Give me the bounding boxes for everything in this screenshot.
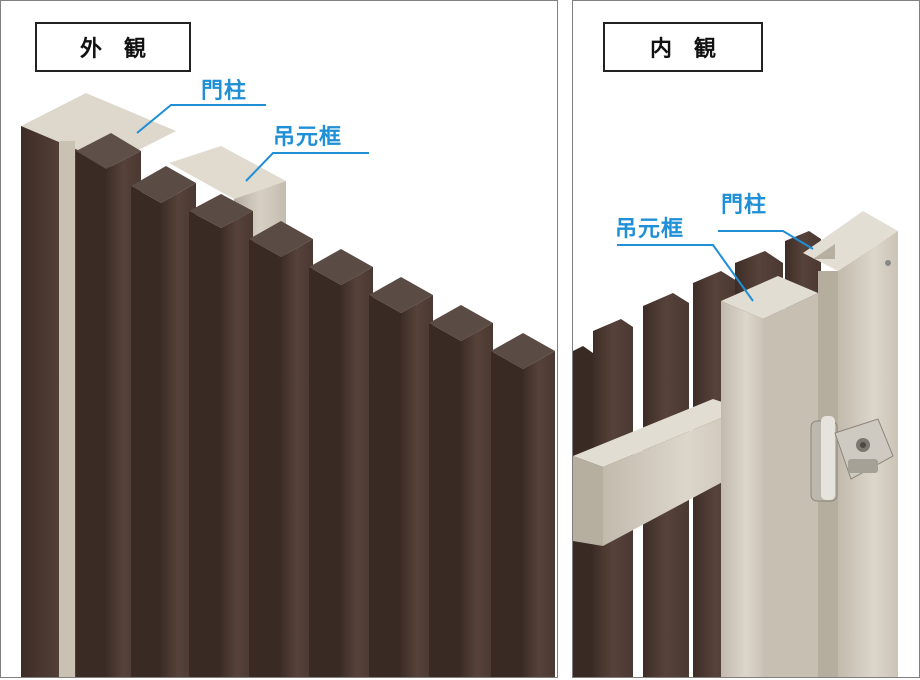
interior-post-label: 門柱	[721, 193, 768, 218]
interior-view-drawing	[573, 211, 898, 677]
frame-leader-line	[245, 152, 369, 182]
exterior-view-title: 外観	[35, 22, 191, 72]
interior-frame-leader-line	[617, 244, 754, 302]
interior-hinge-frame	[721, 276, 818, 677]
exterior-view-drawing	[21, 93, 555, 677]
wood-slat-5	[309, 249, 373, 677]
wood-slat-2	[131, 166, 196, 677]
gate-post-aluminium-strip	[59, 141, 75, 677]
wood-slat-6	[369, 277, 433, 677]
interior-view-panel: 内観 吊元框 門柱	[572, 0, 920, 678]
wood-slat-3	[189, 194, 253, 677]
exterior-post-label: 門柱	[201, 79, 248, 104]
exterior-frame-label: 吊元框	[273, 125, 343, 150]
wood-slat-7	[429, 305, 493, 677]
post-leader-line	[136, 104, 266, 134]
horizontal-rail	[573, 399, 743, 546]
gate-post-top	[21, 93, 176, 164]
wood-slat-8	[491, 333, 555, 677]
interior-frame-label: 吊元框	[615, 217, 685, 242]
hinge-frame-top	[169, 146, 286, 199]
interior-post-leader-line	[718, 230, 814, 250]
interior-view-title: 内観	[603, 22, 763, 72]
wood-slat-4	[249, 221, 313, 677]
exterior-view-panel: 外観 門柱 吊元框	[0, 0, 558, 678]
hinge-hardware	[810, 416, 894, 502]
